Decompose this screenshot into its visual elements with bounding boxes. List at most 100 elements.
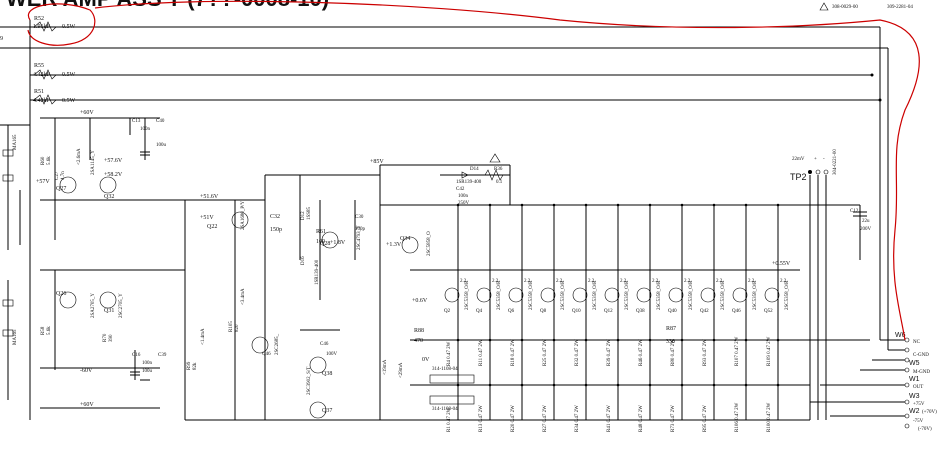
junction-dot (520, 203, 524, 207)
r52-value: 1.91kF (33, 24, 51, 30)
emitter-resistor-bottom: R1 0.47 2W (447, 407, 452, 432)
junction-dot (488, 383, 492, 387)
r55-value: 4.42kF (33, 72, 51, 78)
output-transistor-part: 2SC5358_O/R (721, 280, 726, 310)
pin-out: OUT (913, 385, 923, 390)
junction-dot (616, 338, 620, 342)
output-transistor-symbol (636, 287, 652, 303)
junction-dot (552, 203, 556, 207)
emitter-resistor-top: R107 0.47 2W (735, 336, 740, 366)
base-resistor-value: 2.2 (492, 279, 499, 284)
junction-dot (680, 338, 684, 342)
emitter-resistor-top: R39 0.47 2W (607, 339, 612, 366)
base-resistor-value: 2.2 (556, 279, 563, 284)
output-transistor-part: 2SC5358_O/R (657, 280, 662, 310)
part-number: 309-2281-04 (887, 5, 913, 10)
r52-rating: 0.5W (62, 24, 76, 30)
emitter-resistor-top: R4 0.47 2W (447, 341, 452, 366)
c42-v: 250V (458, 201, 470, 206)
v06: +0.6V (412, 298, 428, 304)
output-transistor-ref: Q2 (444, 309, 451, 314)
junction-dot (584, 203, 588, 207)
emitter-resistor-top: R46 0.47 2W (639, 339, 644, 366)
d14-part: 1SR139-400 (456, 180, 482, 185)
q46-ref: Q46 (262, 352, 271, 357)
w5-label: W5 (909, 360, 920, 367)
c27-ref: C27 (55, 171, 60, 180)
emitter-resistor-top: R32 0.47 2W (575, 339, 580, 366)
q34-part: 2SC5858_O (427, 231, 432, 256)
d12-ref: D12 (301, 211, 306, 220)
left-ref: 9 (0, 36, 3, 42)
q46-part: 2SC2685_ (275, 333, 280, 355)
junction-dot (776, 203, 780, 207)
output-transistor-symbol (700, 287, 716, 303)
conn2-part: 314-1108-04 (432, 407, 458, 412)
junction-dot (456, 203, 460, 207)
r51-ref: R51 (34, 89, 44, 95)
junction-dot (488, 338, 492, 342)
junction-dot (712, 338, 716, 342)
w1-label: W1 (909, 376, 920, 383)
q34-ref: Q34 (400, 236, 410, 242)
junction-dot (584, 338, 588, 342)
base-resistor-value: 2.2 (524, 279, 531, 284)
q31-ref: Q31 (104, 308, 114, 314)
emitter-resistor-bottom: R106 0.47 2W (735, 402, 740, 432)
emitter-resistor-bottom: R20 0.47 2W (511, 405, 516, 432)
output-transistor-ref: Q38 (636, 309, 645, 314)
pin-75v: +75V (913, 402, 925, 407)
v60-top: +60V (80, 110, 94, 116)
output-transistor-symbol (444, 287, 460, 303)
junction-dot (616, 203, 620, 207)
tp2-plus: + (814, 157, 817, 162)
emitter-resistor-bottom: R34 0.47 2W (575, 405, 580, 432)
base-resistor-value: 2.2 (780, 279, 787, 284)
v18: +1.8V (330, 240, 346, 246)
r51-rating: 0.5W (62, 98, 76, 104)
input-stage-lower (2, 269, 185, 409)
r87-ref: R87 (666, 326, 676, 332)
v57: +57V (36, 179, 50, 185)
r99-ref: R99 (187, 361, 192, 370)
r61-ref: R61 (316, 229, 326, 235)
emitter-resistor-bottom: R41 0.47 2W (607, 405, 612, 432)
output-transistor-part: 2SC5358_O/R (465, 280, 470, 310)
w3-label: W3 (909, 393, 920, 400)
output-transistor-ref: Q4 (476, 309, 483, 314)
junction-dot (488, 203, 492, 207)
output-transistor-part: 2SC5358_O/R (497, 280, 502, 310)
emitter-resistor-bottom: R100 0.47 2W (767, 402, 772, 432)
output-buses (380, 175, 870, 421)
tp2-part: 304-0221-00 (833, 149, 838, 175)
c32-ref: C32 (270, 214, 280, 220)
emitter-resistor-top: R25 0.47 2W (543, 339, 548, 366)
v516: +51.6V (200, 194, 219, 200)
output-transistor-symbol (604, 287, 620, 303)
junction-dot (680, 383, 684, 387)
base-resistor-value: 2.2 (588, 279, 595, 284)
v055: +0.55V (772, 261, 791, 267)
r51-value: 4.42kF (33, 98, 51, 104)
c42-ref: C42 (456, 187, 465, 192)
junction-dot (744, 383, 748, 387)
output-transistor-part: 2SC5358_O/R (561, 280, 566, 310)
r60-ref: R60 (41, 156, 46, 165)
c12-ref: C12 (850, 209, 859, 214)
v60-bot: +60V (80, 402, 94, 408)
output-transistor-ref: Q52 (764, 309, 773, 314)
conn1-part: 314-1108-04 (432, 367, 458, 372)
output-transistor-symbol (764, 287, 780, 303)
cur-26: <2.6mA (77, 148, 82, 165)
w6-label: W6 (895, 332, 906, 339)
output-transistor-ref: Q10 (572, 309, 581, 314)
junction-dot (712, 203, 716, 207)
cur-19: <19mA (383, 359, 388, 375)
ma165-upper: MA165 (13, 134, 18, 150)
q27-part: 2SA1145_Y (91, 150, 96, 175)
cur-14: <1.4mA (201, 328, 206, 345)
junction-dot (520, 383, 524, 387)
v0: 0V (422, 357, 430, 363)
r87-val: 330 (666, 339, 675, 345)
